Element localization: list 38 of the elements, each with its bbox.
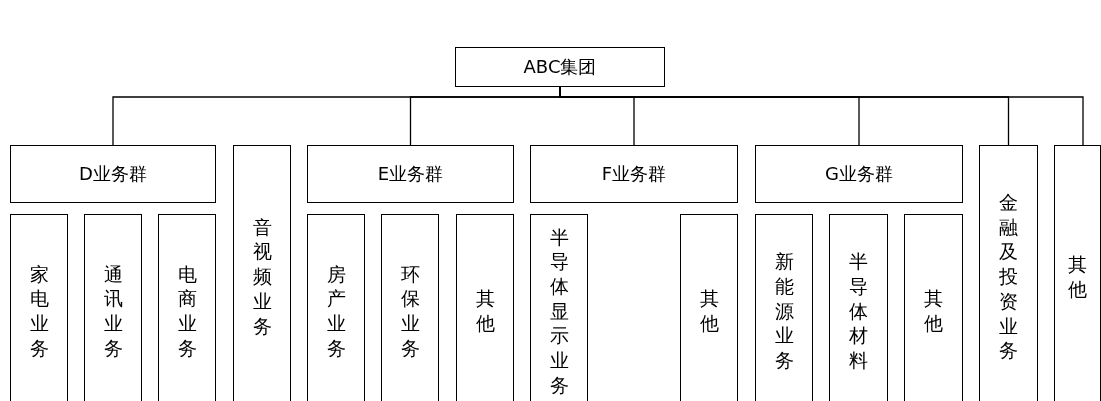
org-box (381, 214, 439, 401)
org-box (680, 214, 738, 401)
unit-label: 半导体材料 (849, 249, 868, 373)
unit-label: 其他 (475, 286, 495, 336)
org-box (530, 145, 738, 203)
unit-label: 音视频业务 (252, 214, 272, 339)
unit-label: 房产业务 (326, 261, 346, 361)
org-box (84, 214, 142, 401)
org-box (1054, 145, 1101, 401)
unit-label: 其他 (924, 286, 943, 336)
unit-label: 家电业务 (29, 261, 49, 361)
unit-label: ABC集团 (523, 55, 597, 79)
unit-label: D业务群 (79, 162, 147, 186)
unit-label: 半导体显示业务 (549, 224, 569, 398)
org-box (233, 145, 291, 401)
unit-label: 电商业务 (177, 261, 197, 361)
unit-label: 通讯业务 (103, 261, 123, 361)
org-box (10, 214, 68, 401)
org-box (307, 214, 365, 401)
unit-label: 新能源业务 (774, 249, 794, 373)
org-box (158, 214, 216, 401)
unit-label: G业务群 (825, 162, 893, 186)
unit-label: 其他 (699, 286, 719, 336)
org-box (755, 214, 813, 401)
org-box (456, 214, 514, 401)
org-box (979, 145, 1038, 401)
org-box (755, 145, 963, 203)
unit-label: 其他 (1068, 251, 1087, 302)
org-box (455, 47, 665, 87)
org-box (829, 214, 888, 401)
org-box (307, 145, 514, 203)
org-box (10, 145, 216, 203)
unit-label: 金融及投资业务 (999, 190, 1018, 363)
unit-label: E业务群 (377, 162, 444, 186)
org-box (904, 214, 963, 401)
unit-label: F业务群 (601, 162, 667, 186)
org-box (530, 214, 588, 401)
unit-label: 环保业务 (400, 261, 420, 361)
